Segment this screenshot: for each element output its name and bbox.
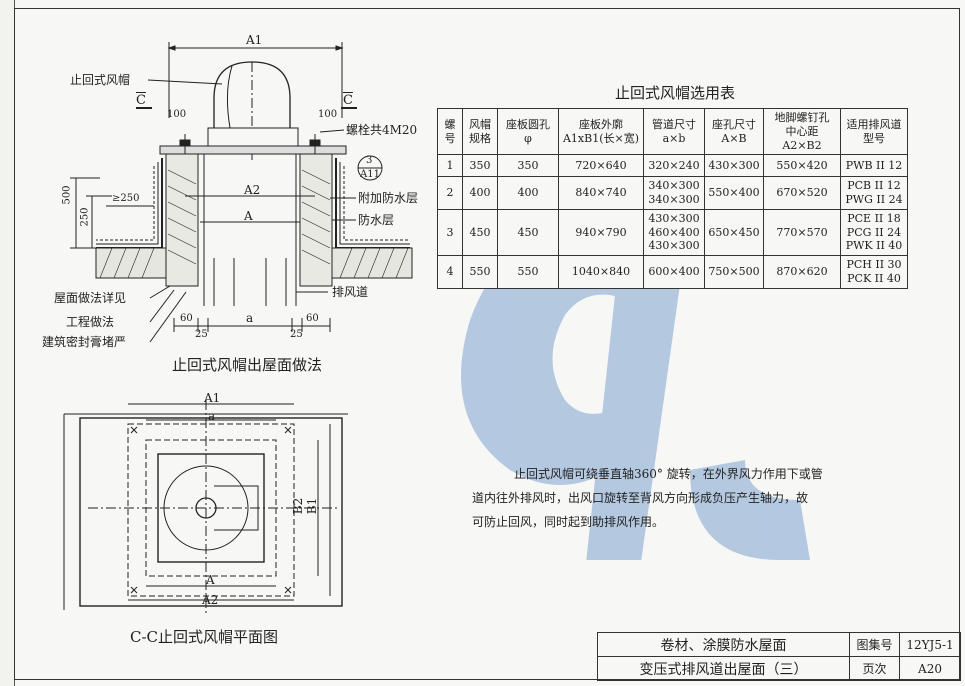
description-note: 止回式风帽可绕垂直轴360° 旋转，在外界风力作用下或管 道内往外排风时，出风口… (472, 462, 882, 534)
cell-no: 4 (437, 255, 463, 289)
cell-seat: 430×300 (704, 154, 764, 178)
title-line-2: 变压式排风道出屋面（三） (598, 657, 850, 681)
plan-title: C-C止回式风帽平面图 (130, 628, 279, 646)
sealant-label: 建筑密封膏堵严 (42, 335, 127, 349)
plan-view (63, 400, 348, 616)
cell-hole: 450 (497, 208, 559, 257)
cell-bolt: 870×620 (763, 255, 841, 289)
title-block: 卷材、涂膜防水屋面 变压式排风道出屋面（三） 图集号 12YJ5-1 页次 A2… (597, 632, 961, 681)
cell-spec: 400 (462, 176, 498, 210)
section-view (70, 42, 413, 343)
roof-note-1: 屋面做法详见 (54, 291, 127, 305)
plan-a1-label: A1 (204, 391, 221, 405)
plan-a-small-label: a (208, 409, 216, 423)
header-models: 适用排风道型号 (840, 107, 908, 156)
table-row: 1 350 350 720×640 320×240 430×300 550×42… (437, 154, 908, 178)
dim-250: 250 (79, 207, 91, 227)
page-value: A20 (900, 657, 961, 681)
note-line-2: 道内往外排风时，出风口旋转至背风方向形成负压产生轴力，故 (472, 491, 809, 505)
dim-25-left: 25 (195, 329, 208, 340)
atlas-label: 图集号 (850, 633, 900, 657)
cell-spec: 550 (462, 255, 498, 289)
cell-hole: 350 (497, 154, 559, 178)
cell-models: PWB II 12 (840, 154, 908, 178)
extra-waterproof-label: 附加防水层 (358, 191, 419, 205)
dim-60-left: 60 (180, 313, 193, 324)
cell-outline: 720×640 (558, 154, 644, 178)
roof-note-2: 工程做法 (66, 315, 115, 329)
cap-name-label: 止回式风帽 (70, 73, 131, 87)
cell-seat: 650×450 (704, 208, 764, 257)
cell-seat: 550×400 (704, 176, 764, 210)
cell-no: 3 (437, 208, 463, 257)
note-line-1: 止回式风帽可绕垂直轴360° 旋转，在外界风力作用下或管 (514, 467, 823, 481)
cell-spec: 350 (462, 154, 498, 178)
cell-bolt: 550×420 (763, 154, 841, 178)
plan-a-label: A (206, 573, 215, 587)
cell-spec: 450 (462, 208, 498, 257)
dim-500: 500 (61, 185, 73, 205)
dim-a1-label: A1 (246, 33, 263, 47)
cell-hole: 550 (497, 255, 559, 289)
cell-outline: 940×790 (558, 208, 644, 257)
cut-c-left: C (136, 93, 146, 108)
dim-25-right: 25 (290, 329, 303, 340)
table-title: 止回式风帽选用表 (615, 84, 736, 102)
sheet-border (14, 8, 960, 680)
cell-bolt: 770×570 (763, 208, 841, 257)
dim-a-small: a (246, 311, 254, 325)
cell-outline: 1040×840 (558, 255, 644, 289)
table-row: 4 550 550 1040×840 600×400 750×500 870×6… (437, 255, 908, 289)
cell-pipe: 320×240 (643, 154, 705, 178)
page-label: 页次 (850, 657, 900, 681)
cell-outline: 840×740 (558, 176, 644, 210)
dim-60-right: 60 (306, 313, 319, 324)
cell-hole: 400 (497, 176, 559, 210)
cell-bolt: 670×520 (763, 176, 841, 210)
header-spec: 风帽规格 (462, 107, 498, 156)
cell-no: 1 (437, 154, 463, 178)
cell-pipe: 600×400 (643, 255, 705, 289)
exhaust-duct-label: 排风道 (332, 285, 369, 299)
section-title: 止回式风帽出屋面做法 (172, 356, 323, 374)
note-line-3: 可防止回风，同时起到助排风作用。 (472, 515, 665, 529)
atlas-value: 12YJ5-1 (900, 633, 961, 657)
dim-a-label: A (244, 209, 253, 223)
dim-a2-label: A2 (244, 183, 261, 197)
plan-b2-label: B2 (291, 497, 306, 515)
dim-100-right: 100 (318, 109, 338, 120)
cell-seat: 750×500 (704, 255, 764, 289)
cut-c-right: C (343, 93, 353, 108)
ref-index-top: 3 (366, 155, 373, 166)
header-bolt: 地脚螺钉孔中心距A2×B2 (763, 107, 841, 156)
title-line-1: 卷材、涂膜防水屋面 (598, 633, 850, 657)
dim-100-left: 100 (167, 109, 187, 120)
cell-no: 2 (437, 176, 463, 210)
waterproof-label: 防水层 (358, 213, 395, 227)
plan-b1-label: B1 (305, 497, 320, 515)
bolt-label: 螺栓共4M20 (346, 123, 418, 137)
plan-a2-label: A2 (202, 593, 219, 607)
header-no: 螺号 (437, 107, 463, 156)
ref-index-bottom: A11 (360, 169, 380, 180)
dim-ge250: ≥250 (112, 193, 140, 204)
